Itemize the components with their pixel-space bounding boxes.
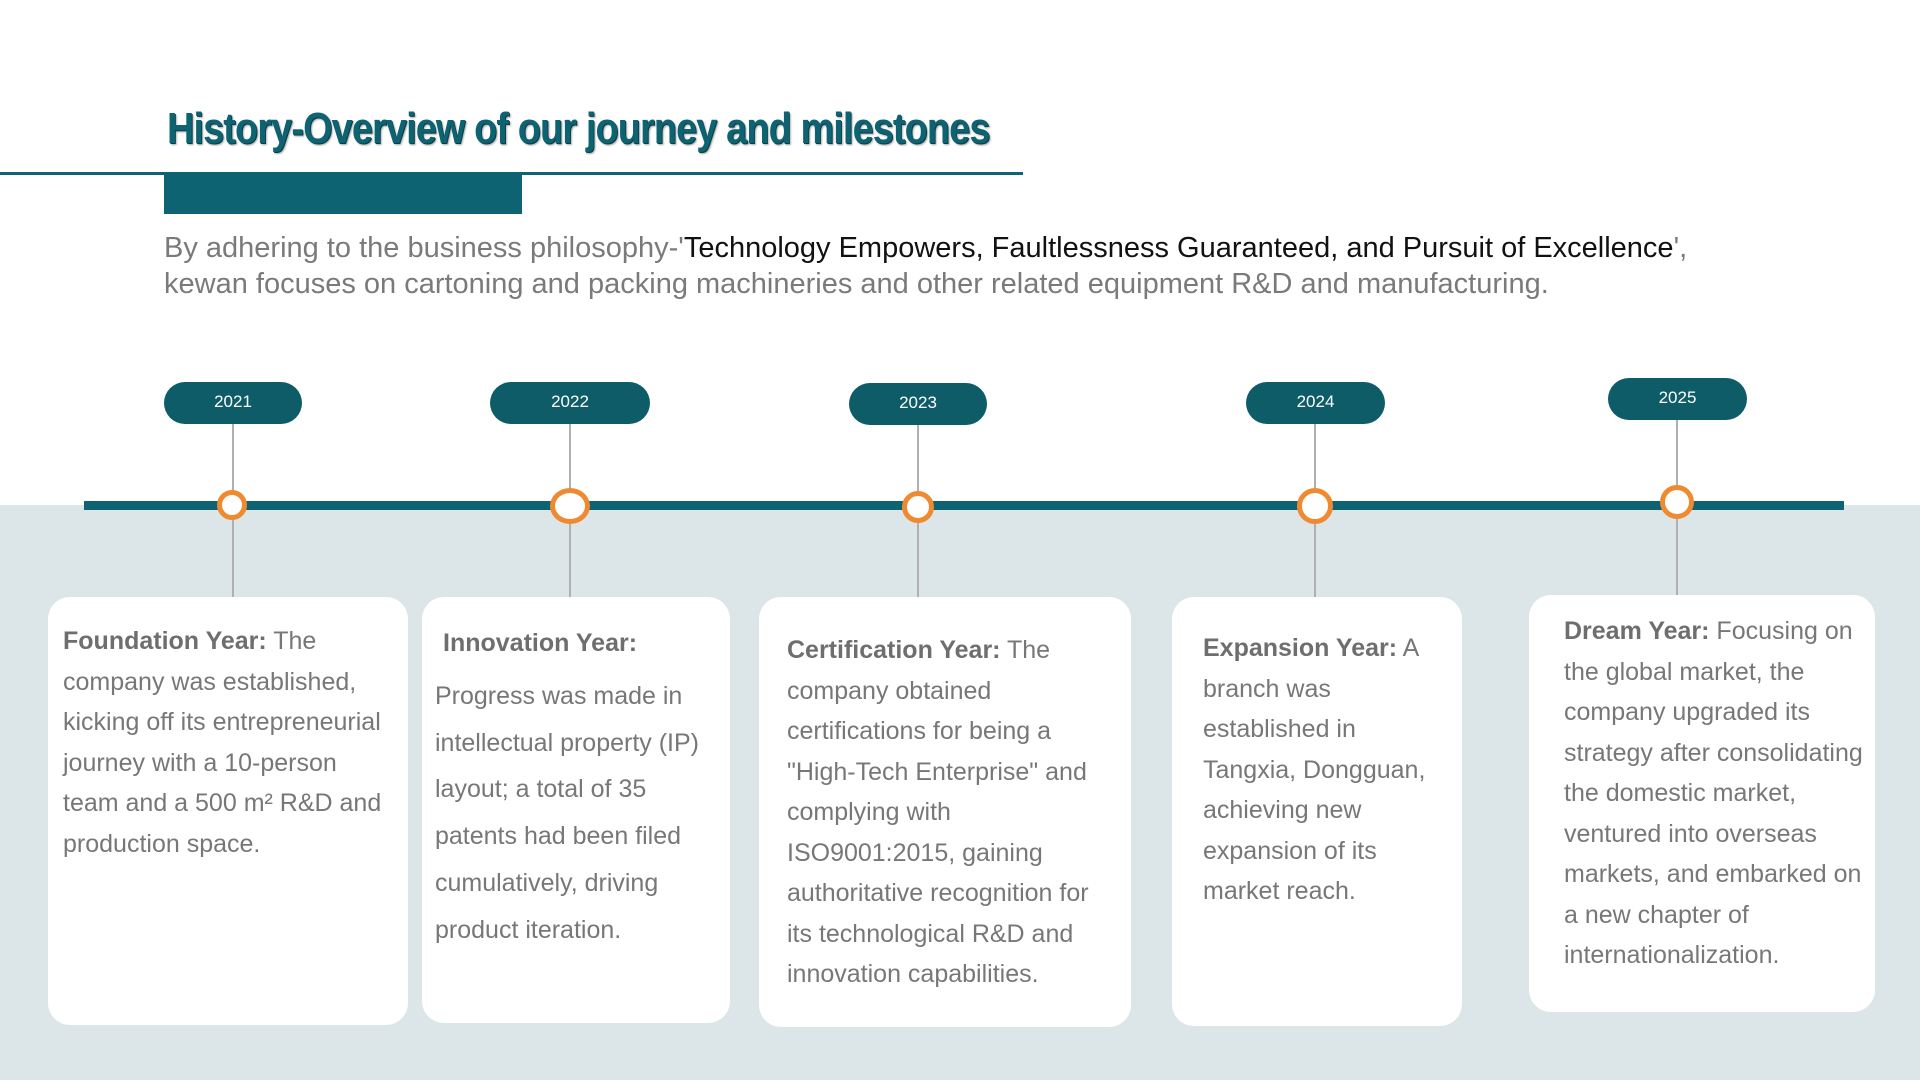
timeline-node-2022	[550, 488, 590, 524]
page-title: History-Overview of our journey and mile…	[167, 104, 990, 153]
timeline-axis	[84, 501, 1844, 510]
title-underline	[0, 172, 1023, 175]
year-pill-2022: 2022	[490, 382, 650, 424]
year-pill-2024: 2024	[1246, 382, 1385, 424]
milestone-text: Progress was made in intellectual proper…	[435, 682, 700, 944]
intro-text-part2: ',	[1673, 232, 1688, 264]
milestone-card-2023: Certification Year: The company obtained…	[759, 597, 1131, 1027]
intro-text-line2: kewan focuses on cartoning and packing m…	[164, 268, 1549, 300]
milestone-card-2024: Expansion Year: A branch was established…	[1172, 597, 1462, 1026]
milestone-card-2022: Innovation Year: Progress was made in in…	[422, 597, 730, 1023]
intro-text-part1: By adhering to the business philosophy-'	[164, 232, 684, 264]
intro-philosophy-highlight: Technology Empowers, Faultlessness Guara…	[683, 232, 1674, 264]
year-pill-2025: 2025	[1608, 378, 1747, 420]
milestone-card-2021: Foundation Year: The company was establi…	[48, 597, 408, 1025]
milestone-label: Certification Year:	[787, 636, 1001, 664]
timeline-node-2023	[902, 491, 934, 523]
year-pill-2023: 2023	[849, 383, 987, 425]
milestone-text: The company was established, kicking off…	[63, 627, 382, 858]
timeline-node-2024	[1297, 488, 1333, 524]
intro-paragraph: By adhering to the business philosophy-'…	[164, 230, 1884, 302]
milestone-text: Focusing on the global market, the compa…	[1564, 617, 1863, 969]
milestone-label: Dream Year:	[1564, 617, 1710, 645]
milestone-label: Innovation Year:	[443, 629, 638, 657]
milestone-label: Expansion Year:	[1203, 634, 1398, 662]
milestone-text: The company obtained certifications for …	[787, 636, 1089, 988]
milestone-label: Foundation Year:	[63, 627, 267, 655]
timeline-node-2025	[1660, 485, 1694, 519]
timeline-node-2021	[217, 490, 247, 520]
milestone-card-2025: Dream Year: Focusing on the global marke…	[1529, 595, 1875, 1012]
year-pill-2021: 2021	[164, 382, 302, 424]
title-accent-bar	[164, 175, 522, 214]
milestone-text: A branch was established in Tangxia, Don…	[1203, 634, 1426, 905]
